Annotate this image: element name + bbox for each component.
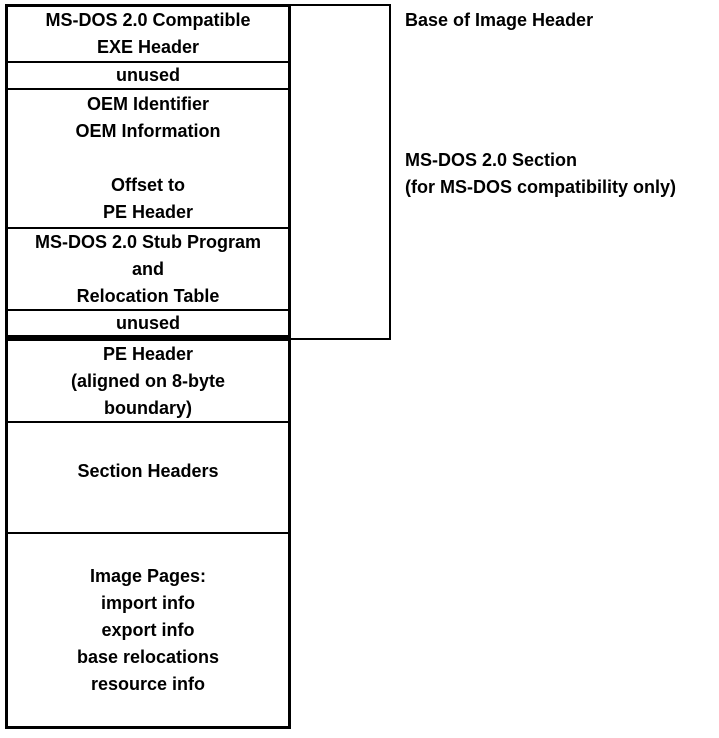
box-msdos-stub-line: MS-DOS 2.0 Stub Program [34, 231, 262, 252]
label-msdos-section-line: (for MS-DOS compatibility only) [405, 177, 677, 197]
box-image-pages-line: base relocations [76, 646, 220, 667]
box-unused-bottom-line: unused [115, 312, 180, 333]
box-oem-line: OEM Information [75, 121, 221, 141]
box-section-headers: Section Headers [8, 423, 288, 534]
box-image-pages-line: resource info [90, 673, 206, 694]
box-msdos-exe-header-line: MS-DOS 2.0 Compatible [45, 10, 251, 30]
box-msdos-exe-header: MS-DOS 2.0 Compatible EXE Header [8, 7, 288, 63]
box-msdos-stub: MS-DOS 2.0 Stub Program and Relocation T… [8, 229, 288, 311]
label-msdos-section-line: MS-DOS 2.0 Section [405, 150, 578, 170]
box-unused-top: unused [8, 63, 288, 90]
box-pe-header-line: boundary) [104, 397, 192, 418]
box-image-pages-line: export info [101, 619, 195, 640]
box-section-headers-line: Section Headers [77, 461, 219, 481]
box-pe-header-line: (aligned on 8-byte [70, 370, 225, 391]
box-image-pages: Image Pages: import info export info bas… [8, 534, 288, 726]
box-msdos-stub-line: and [131, 258, 164, 279]
msdos-section-column: MS-DOS 2.0 Compatible EXE Header unused … [5, 4, 291, 338]
box-pe-header: PE Header (aligned on 8-byte boundary) [8, 341, 288, 423]
box-oem-offset: OEM Identifier OEM Information Offset to… [8, 90, 288, 229]
pe-section-column: PE Header (aligned on 8-byte boundary) S… [5, 338, 291, 729]
box-msdos-exe-header-line: EXE Header [96, 37, 200, 57]
box-image-pages-line: Image Pages: [89, 565, 207, 586]
box-oem-spacer-line [8, 145, 288, 172]
label-msdos-section: MS-DOS 2.0 Section (for MS-DOS compatibi… [405, 147, 676, 201]
box-unused-bottom: unused [8, 311, 288, 335]
box-msdos-stub-line: Relocation Table [76, 285, 220, 306]
box-pe-header-line: PE Header [102, 343, 194, 364]
box-oem-line: Offset to [111, 175, 185, 195]
label-base-of-image-header: Base of Image Header [405, 10, 594, 30]
box-image-pages-line: import info [101, 592, 195, 613]
box-oem-line: PE Header [102, 202, 194, 222]
box-unused-top-line: unused [115, 65, 180, 85]
box-oem-line: OEM Identifier [86, 94, 209, 114]
